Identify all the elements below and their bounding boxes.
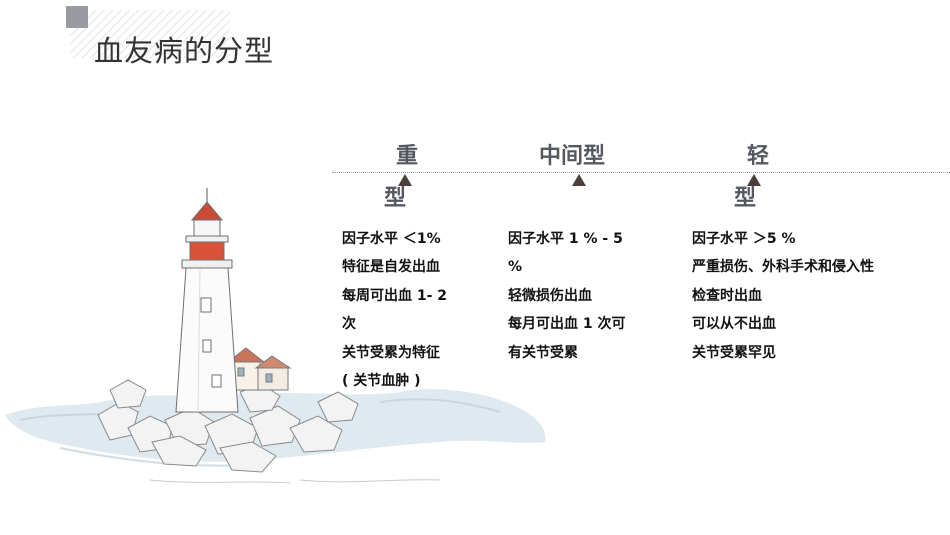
text-line: ( 关节血肿 ) bbox=[342, 373, 421, 390]
text-line: 特征是自发出血 bbox=[342, 259, 440, 276]
corner-square-decoration bbox=[66, 6, 88, 28]
arrow-up-icon bbox=[747, 174, 761, 186]
lighthouse-illustration bbox=[5, 188, 546, 484]
decorative-hatch bbox=[70, 10, 230, 58]
text-line: 可以从不出血 bbox=[692, 316, 776, 333]
type-label-severe-top: 重 bbox=[395, 144, 418, 169]
text-line: 次 bbox=[342, 316, 356, 333]
type-label-severe-bottom: 型 bbox=[383, 186, 406, 211]
text-line: 轻微损伤出血 bbox=[508, 287, 592, 304]
mild-description: 因子水平 ＞5 % 严重损伤、外科手术和侵入性 检查时出血 可以从不出血 关节受… bbox=[692, 225, 874, 367]
text-line: 每周可出血 1- 2 bbox=[342, 287, 448, 304]
arrow-up-icon bbox=[398, 174, 412, 186]
page-title: 血友病的分型 bbox=[94, 34, 275, 68]
text-line: 每月可出血 1 次可 bbox=[508, 316, 626, 333]
text-line: 因子水平 ＜1% bbox=[342, 231, 441, 247]
arrow-up-icon bbox=[572, 174, 586, 186]
type-label-mild-top: 轻 bbox=[746, 144, 769, 169]
severe-description: 因子水平 ＜1% 特征是自发出血 每周可出血 1- 2 次 关节受累为特征 ( … bbox=[342, 225, 447, 395]
text-line: 检查时出血 bbox=[692, 287, 762, 304]
moderate-description: 因子水平 1 % - 5 % 轻微损伤出血 每月可出血 1 次可 有关节受累 bbox=[508, 225, 626, 367]
text-line: % bbox=[508, 259, 523, 276]
timeline-line bbox=[332, 172, 950, 173]
text-line: 严重损伤、外科手术和侵入性 bbox=[692, 259, 874, 276]
text-line: 关节受累为特征 bbox=[342, 344, 440, 361]
text-line: 有关节受累 bbox=[508, 344, 578, 361]
text-line: 关节受累罕见 bbox=[692, 344, 776, 361]
text-line: 因子水平 ＞5 % bbox=[692, 231, 796, 247]
text-line: 因子水平 1 % - 5 bbox=[508, 231, 623, 247]
type-label-moderate: 中间型 bbox=[538, 144, 605, 169]
type-label-mild-bottom: 型 bbox=[733, 186, 756, 211]
